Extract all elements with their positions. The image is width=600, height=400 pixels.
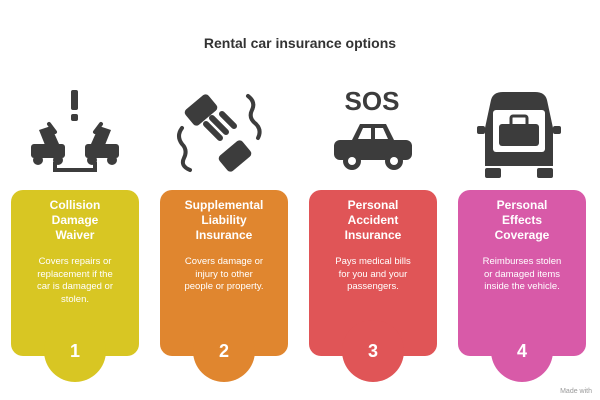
- option-title-line: Insurance: [344, 228, 402, 242]
- option-title-line: Liability: [201, 213, 247, 227]
- option-description-line: Pays medical bills: [335, 256, 411, 267]
- option-number-badge: 2: [193, 320, 255, 382]
- option-description-line: or damaged items: [483, 268, 561, 280]
- option-number-badge: 3: [342, 320, 404, 382]
- option-description-line: injury to other: [195, 268, 253, 280]
- option-title-line: Supplemental: [184, 198, 264, 212]
- option-title-line: Coverage: [494, 228, 550, 242]
- option-title-line: Personal: [347, 198, 399, 212]
- option-description-line: for you and your: [338, 268, 408, 280]
- made-with-footer: Made with: [560, 388, 592, 395]
- option-title-line: Effects: [501, 213, 542, 227]
- option-title-line: Collision: [49, 198, 101, 212]
- handshake-icon: [177, 94, 262, 172]
- option-title-line: Accident: [347, 213, 399, 227]
- option-description-line: inside the vehicle.: [484, 281, 560, 292]
- car-collision-icon: [31, 90, 119, 172]
- option-description-line: passengers.: [347, 281, 399, 292]
- option-description-line: Reimburses stolen: [482, 256, 562, 267]
- sos-car-icon: SOS: [334, 88, 412, 170]
- option-number-badge: 4: [491, 320, 553, 382]
- diagram-title: Rental car insurance options: [203, 35, 397, 51]
- car-luggage-icon: [477, 92, 561, 178]
- option-description-line: replacement if the: [37, 268, 113, 280]
- option-description-line: Covers damage or: [184, 256, 264, 267]
- option-number-badge: 1: [44, 320, 106, 382]
- option-title-line: Damage: [51, 213, 99, 227]
- option-title-line: Waiver: [55, 228, 95, 242]
- option-description-line: Covers repairs or: [38, 256, 112, 267]
- option-description-line: people or property.: [184, 281, 264, 292]
- option-title-line: Insurance: [195, 228, 253, 242]
- option-description-line: stolen.: [61, 293, 89, 305]
- option-title-line: Personal: [496, 198, 548, 212]
- sos-label: SOS: [345, 88, 400, 116]
- option-description-line: car is damaged or: [36, 281, 114, 292]
